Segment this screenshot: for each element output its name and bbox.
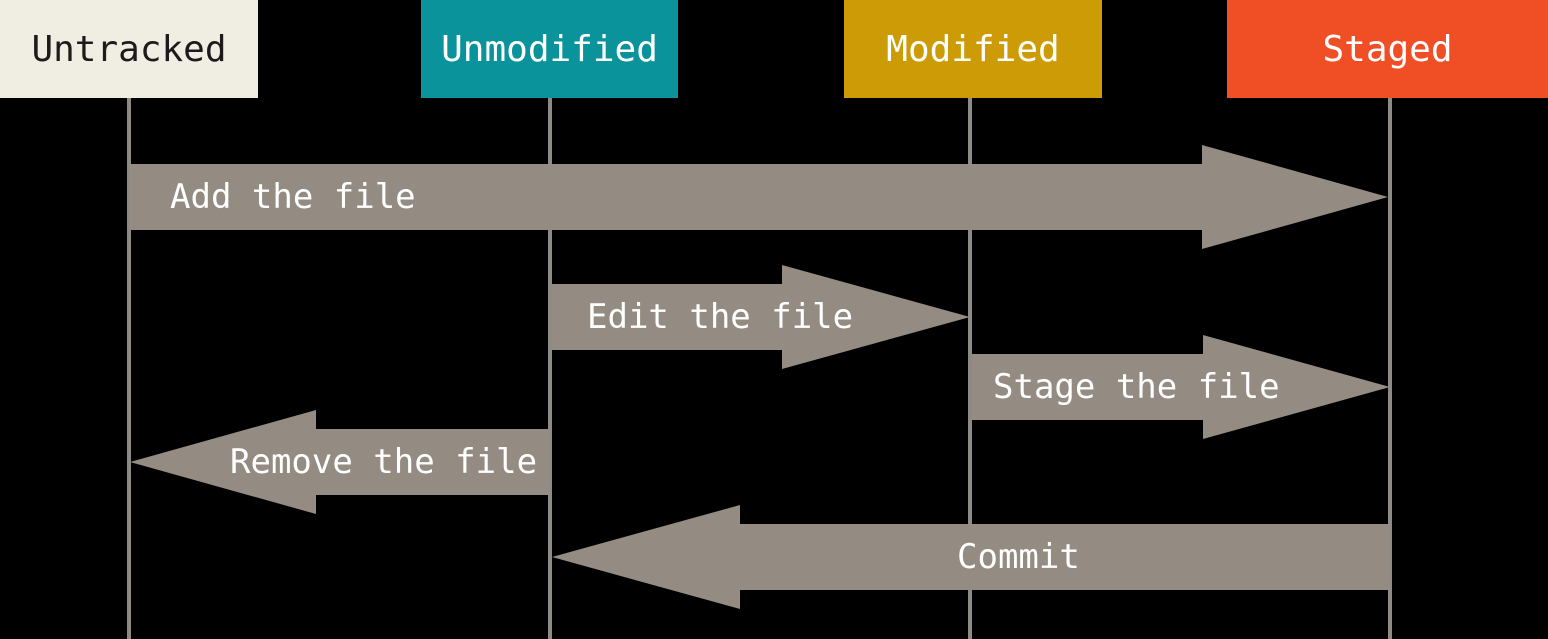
arrow-right-head-icon [1202, 145, 1388, 249]
lifeline-untracked [127, 98, 131, 639]
lifeline-modified [968, 98, 972, 639]
arrow-commit-label: Commit [957, 537, 1080, 577]
state-label-untracked: Untracked [31, 28, 227, 70]
arrow-left-head-icon [130, 410, 316, 514]
arrow-edit-body [552, 284, 782, 350]
arrow-left-head-icon [552, 505, 740, 609]
arrow-stage-the-file: Stage the file [972, 335, 1390, 439]
arrow-stage-body [972, 354, 1203, 420]
arrow-edit-the-file: Edit the file [552, 265, 970, 369]
arrow-add-body [129, 164, 1202, 230]
arrow-stage-label: Stage the file [993, 367, 1280, 407]
state-box-unmodified: Unmodified [421, 0, 678, 98]
arrow-add-label: Add the file [170, 177, 416, 217]
state-label-staged: Staged [1322, 28, 1453, 70]
state-label-unmodified: Unmodified [441, 28, 658, 70]
state-label-modified: Modified [886, 28, 1060, 70]
arrow-remove-the-file: Remove the file [130, 410, 550, 514]
state-box-staged: Staged [1227, 0, 1548, 98]
arrow-right-head-icon [782, 265, 970, 369]
state-box-modified: Modified [844, 0, 1102, 98]
arrow-commit-body [740, 524, 1390, 590]
arrow-add-the-file: Add the file [129, 145, 1388, 249]
state-box-untracked: Untracked [0, 0, 258, 98]
lifeline-staged [1388, 98, 1392, 639]
arrow-remove-label: Remove the file [230, 442, 538, 482]
arrow-right-head-icon [1203, 335, 1390, 439]
lifeline-unmodified [548, 98, 552, 639]
arrow-remove-body [316, 429, 550, 495]
arrow-edit-label: Edit the file [587, 297, 854, 337]
arrow-commit: Commit [552, 505, 1390, 609]
